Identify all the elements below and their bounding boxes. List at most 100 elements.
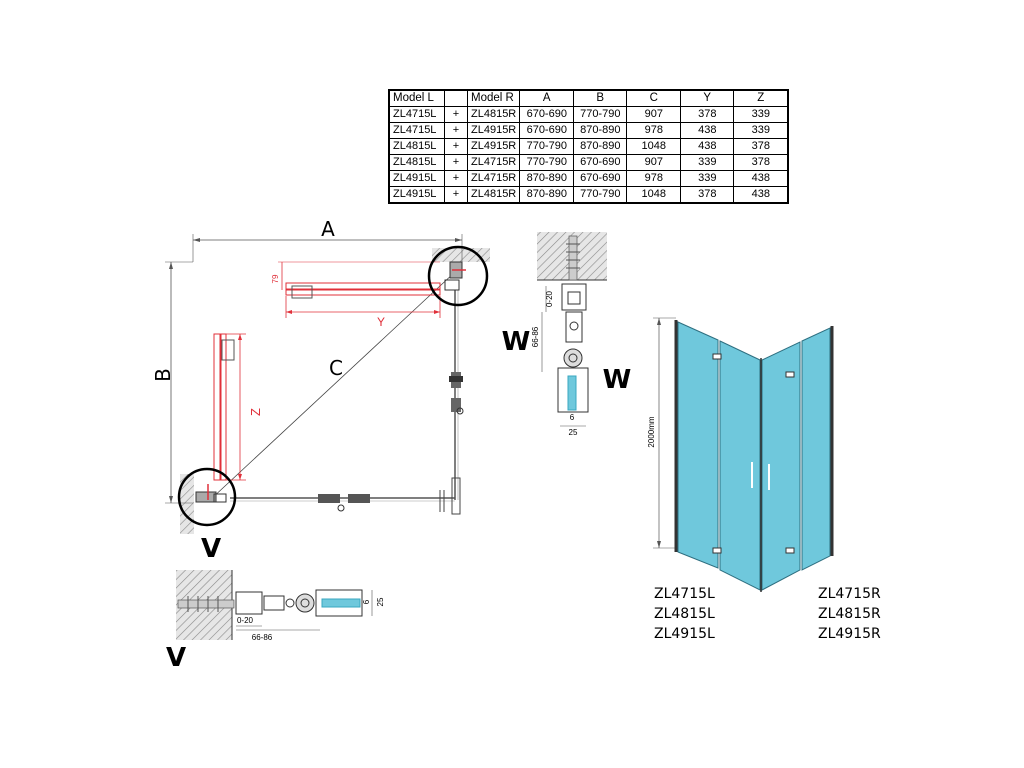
model-right-item: ZL4915R	[818, 626, 881, 642]
dim-79-label: 79	[271, 274, 280, 283]
door-open-top: Y 79	[271, 261, 441, 329]
dim-a-label: A	[321, 217, 335, 241]
model-left-item: ZL4915L	[654, 626, 715, 642]
table-cell: 339	[680, 154, 735, 171]
detail-w-view: 0-20 66-86 6 25 W W	[502, 232, 632, 437]
table-cell: ZL4915L	[388, 186, 445, 204]
detail-circle-w-content	[444, 261, 466, 291]
model-left-item: ZL4715L	[654, 586, 715, 602]
table-cell: 870-890	[519, 170, 575, 187]
detail-circle-v	[177, 467, 237, 527]
hinge-bottom	[318, 494, 370, 512]
detail-w-label-right: W	[603, 365, 632, 395]
table-header-cell: Z	[733, 89, 789, 107]
table-cell: +	[444, 138, 468, 155]
plan-view: A B C	[151, 217, 490, 564]
hinge-right-upper	[449, 372, 463, 388]
table-cell: ZL4915R	[466, 138, 521, 155]
table-cell: 770-790	[519, 154, 575, 171]
table-cell: 978	[626, 170, 682, 187]
table-header-cell: Y	[680, 89, 735, 107]
dim-y-label: Y	[377, 315, 385, 329]
table-cell: ZL4915L	[388, 170, 445, 187]
table-cell: 670-690	[573, 170, 628, 187]
table-cell: 870-890	[573, 122, 628, 139]
table-cell: 438	[680, 122, 735, 139]
detail-circle-w	[427, 245, 489, 307]
detail-w-gap: 0-20	[545, 290, 554, 307]
table-cell: ZL4715R	[466, 170, 521, 187]
glass-left-panel-2	[719, 340, 761, 591]
table-cell: 438	[680, 138, 735, 155]
model-list-right: ZL4715R ZL4815R ZL4915R	[818, 584, 881, 644]
table-cell: 438	[733, 186, 789, 204]
table-header-cell: C	[626, 89, 682, 107]
detail-v-depth: 25	[376, 597, 385, 606]
table-cell: +	[444, 106, 468, 123]
table-cell: 1048	[626, 186, 682, 204]
table-cell: 339	[733, 106, 789, 123]
table-cell: 670-690	[573, 154, 628, 171]
table-header-cell: B	[573, 89, 628, 107]
dim-c-label: C	[329, 356, 343, 380]
detail-v-gap: 0-20	[237, 616, 254, 625]
table-cell: 770-790	[519, 138, 575, 155]
table-cell: 870-890	[519, 186, 575, 204]
detail-w-glass	[567, 375, 577, 411]
corner-post	[439, 477, 461, 515]
table-header-cell: Model R	[466, 89, 521, 107]
dimension-table: Model L Model R A B C Y Z ZL4715L + ZL48…	[388, 89, 790, 204]
model-list-left: ZL4715L ZL4815L ZL4915L	[654, 584, 715, 644]
table-cell: 378	[733, 154, 789, 171]
table-cell: ZL4715L	[388, 106, 445, 123]
table-row: ZL4715L + ZL4915R 670-690 870-890 978 43…	[388, 122, 789, 139]
table-row: ZL4715L + ZL4815R 670-690 770-790 907 37…	[388, 106, 789, 123]
elevation-view: 2000mm	[647, 317, 834, 592]
detail-w-range: 66-86	[531, 326, 540, 347]
table-cell: ZL4815L	[388, 154, 445, 171]
detail-circle-v-content	[195, 484, 227, 503]
table-header-row: Model L Model R A B C Y Z	[388, 89, 789, 107]
model-right-item: ZL4815R	[818, 606, 881, 622]
table-cell: 438	[733, 170, 789, 187]
table-cell: 670-690	[519, 106, 575, 123]
table-cell: 378	[733, 138, 789, 155]
elevation-height: 2000mm	[647, 416, 656, 447]
table-header-cell: Model L	[388, 89, 445, 107]
table-cell: +	[444, 122, 468, 139]
table-cell: +	[444, 186, 468, 204]
table-row: ZL4815L + ZL4915R 770-790 870-890 1048 4…	[388, 138, 789, 155]
table-cell: 378	[680, 106, 735, 123]
diagonal-c	[209, 271, 456, 501]
table-cell: +	[444, 154, 468, 171]
table-cell: ZL4815L	[388, 138, 445, 155]
detail-v-view: 0-20 66-86 6 25 V	[166, 570, 385, 673]
detail-w-label-left: W	[502, 327, 531, 357]
table-cell: ZL4815R	[466, 186, 521, 204]
table-cell: 339	[733, 122, 789, 139]
detail-v-glass	[321, 598, 361, 608]
hinge-right-lower	[451, 398, 464, 415]
table-cell: 770-790	[573, 106, 628, 123]
table-cell: ZL4915R	[466, 122, 521, 139]
dim-b-label: B	[151, 368, 175, 382]
table-cell: 339	[680, 170, 735, 187]
table-header-cell: A	[519, 89, 575, 107]
table-cell: +	[444, 170, 468, 187]
table-cell: ZL4715L	[388, 122, 445, 139]
model-right-item: ZL4715R	[818, 586, 881, 602]
door-open-left: Z	[213, 333, 263, 481]
glass-right-panel-1	[761, 341, 801, 591]
table-header-cell	[444, 89, 468, 107]
table-row: ZL4915L + ZL4715R 870-890 670-690 978 33…	[388, 170, 789, 187]
table-cell: 770-790	[573, 186, 628, 204]
model-left-item: ZL4815L	[654, 606, 715, 622]
detail-w-width: 25	[569, 428, 578, 437]
table-cell: 1048	[626, 138, 682, 155]
table-row: ZL4815L + ZL4715R 770-790 670-690 907 33…	[388, 154, 789, 171]
table-cell: 907	[626, 154, 682, 171]
detail-w-glass-dim: 6	[570, 413, 575, 422]
glass-left-panel-1	[677, 321, 719, 569]
table-cell: 978	[626, 122, 682, 139]
